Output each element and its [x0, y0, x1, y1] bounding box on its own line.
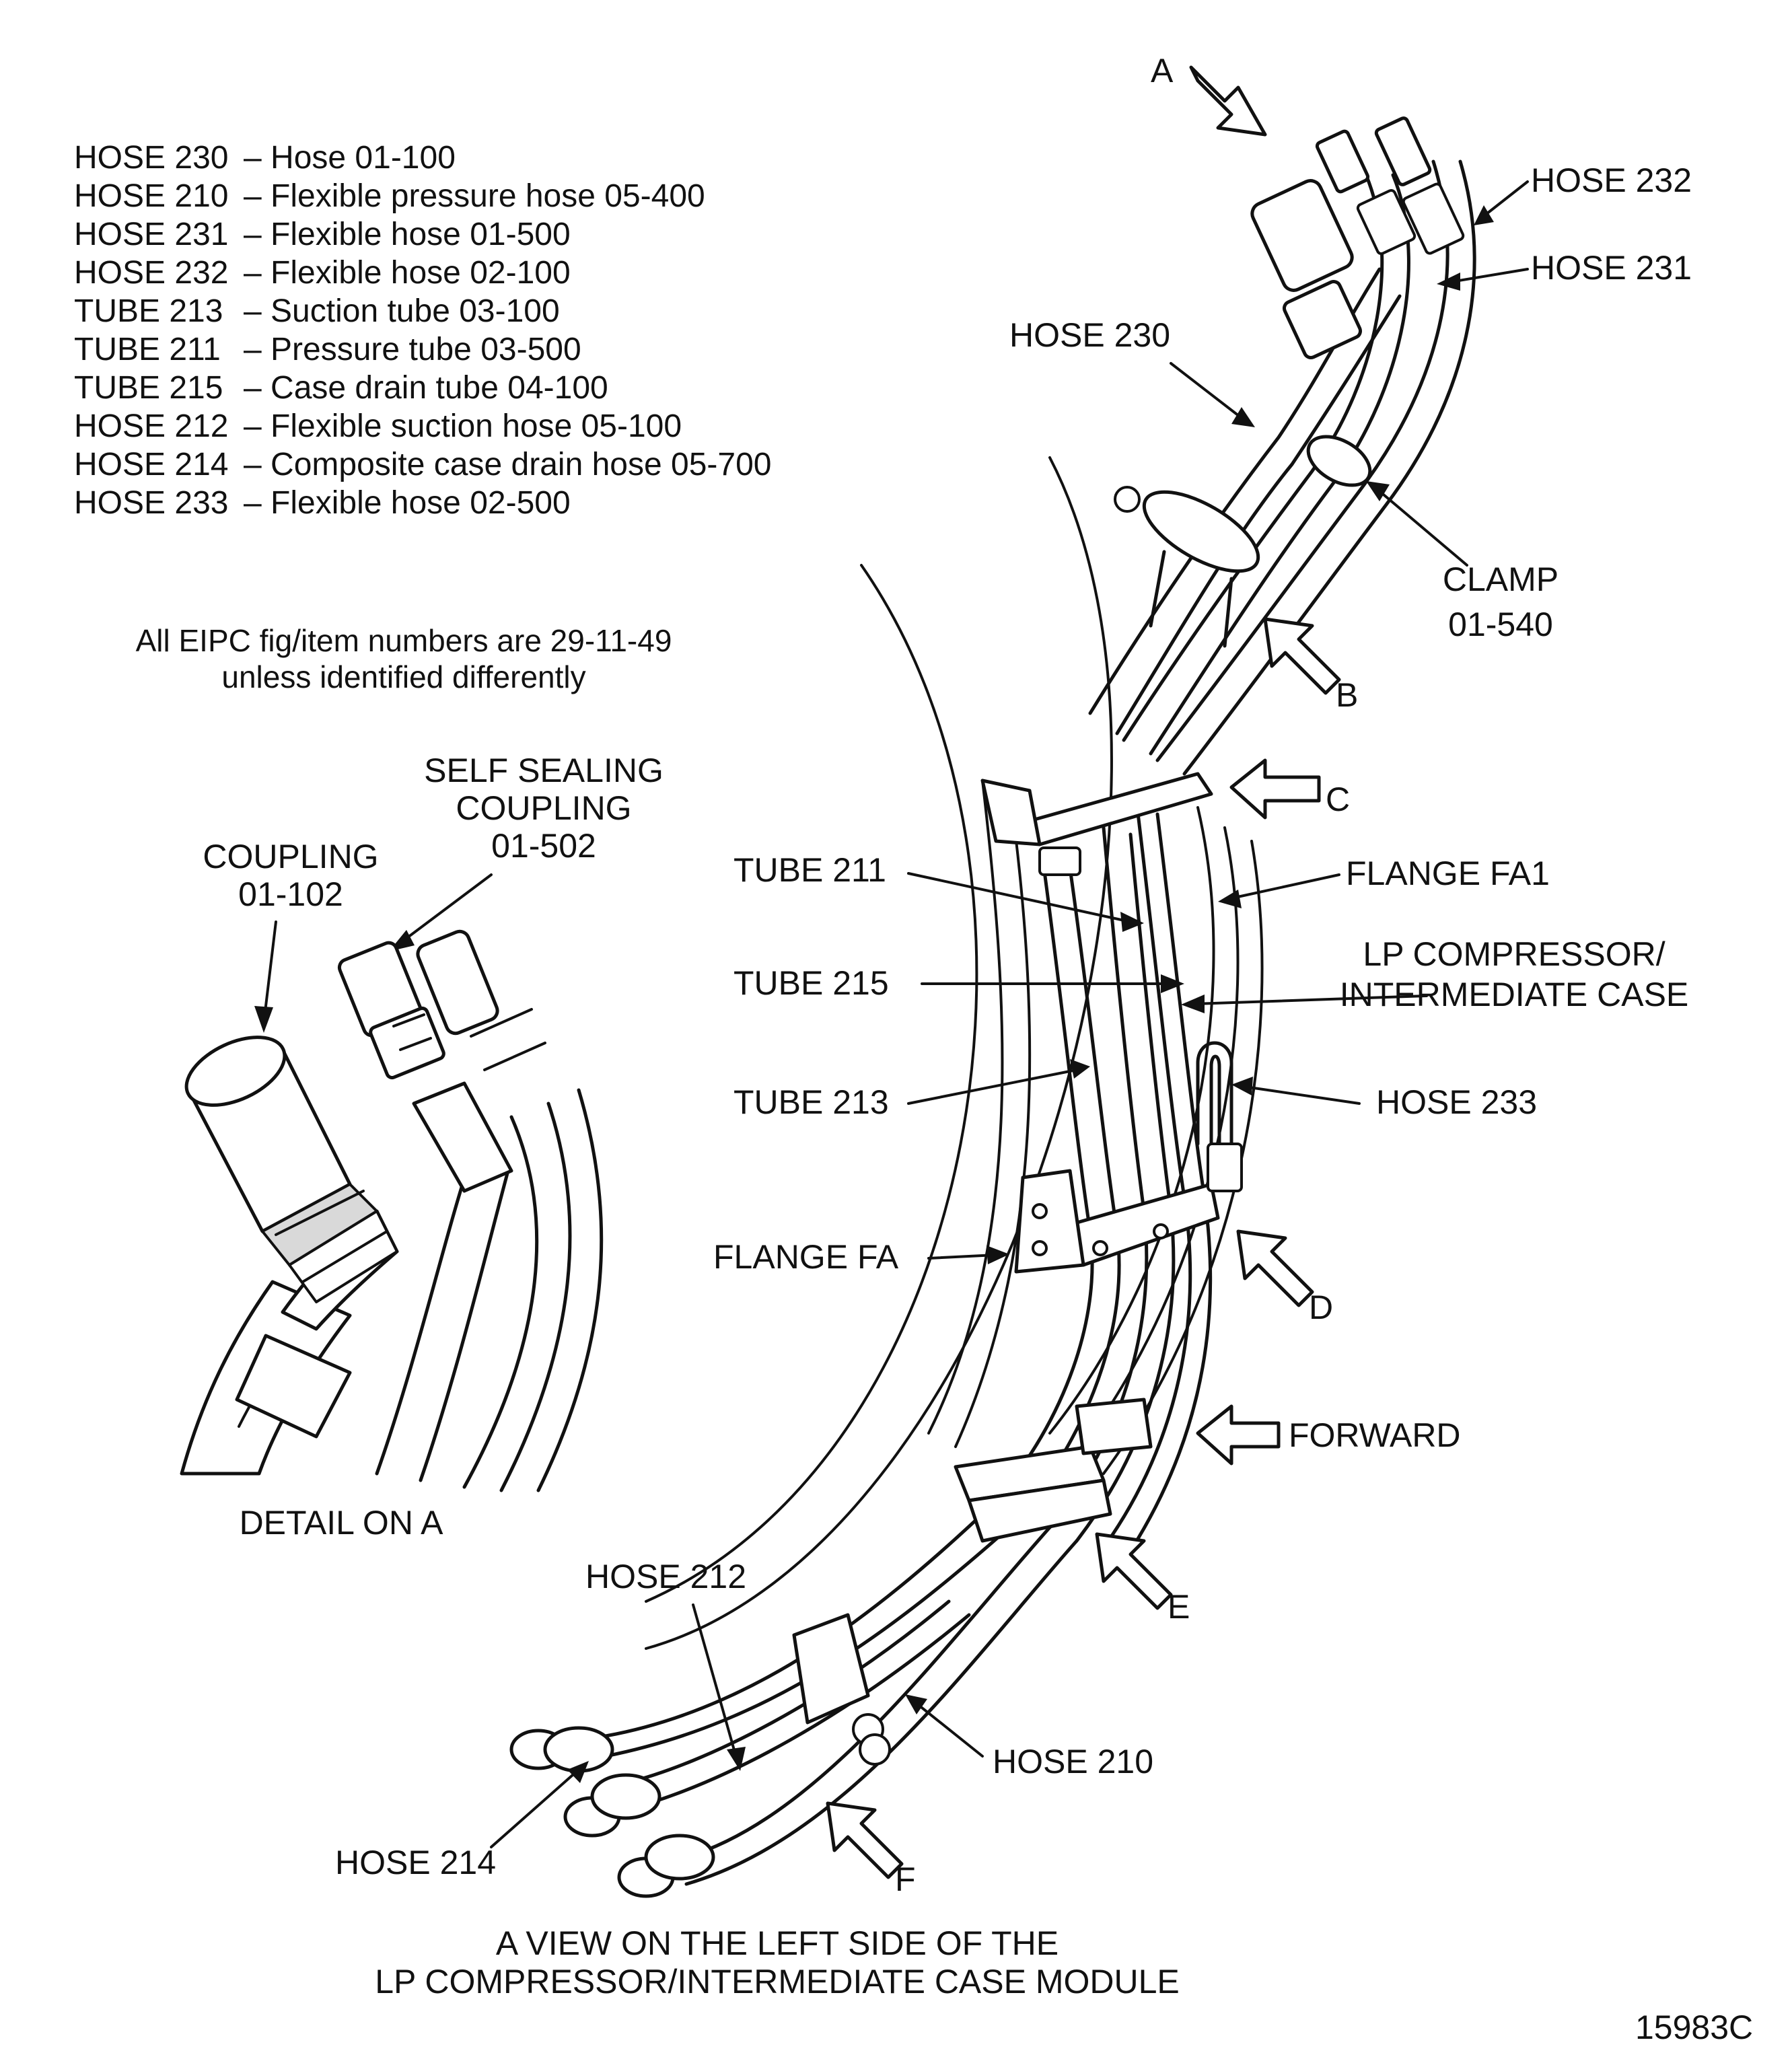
detail-hose-230 [180, 1036, 399, 1476]
legend-item-2-desc: – Flexible pressure hose 05-400 [244, 178, 705, 214]
caption-line-1: A VIEW ON THE LEFT SIDE OF THE [496, 1924, 1059, 1962]
figure-caption: A VIEW ON THE LEFT SIDE OF THE LP COMPRE… [375, 1924, 1180, 2000]
view-arrow-d: D [1236, 1229, 1333, 1326]
detail-on-a: SELF SEALING COUPLING 01-502 COUPLING 01… [180, 752, 664, 1542]
tube-215-label: TUBE 215 [733, 964, 889, 1002]
clamp-01-540 [1114, 435, 1372, 648]
legend-item-1-id: HOSE 230 [74, 140, 228, 176]
legend-item-6-id: TUBE 211 [74, 332, 221, 367]
eipc-note: All EIPC fig/item numbers are 29-11-49 u… [136, 623, 672, 694]
legend-item-7-desc: – Case drain tube 04-100 [244, 370, 608, 406]
forward-arrow: FORWARD [1196, 1404, 1461, 1466]
upper-bracket [980, 772, 1213, 876]
legend-item-3-desc: – Flexible hose 01-500 [244, 217, 571, 252]
caption-line-2: LP COMPRESSOR/INTERMEDIATE CASE MODULE [375, 1963, 1180, 2000]
view-arrow-c: C [1229, 758, 1350, 820]
legend-item-5-desc: – Suction tube 03-100 [244, 293, 560, 329]
self-sealing-label-1: SELF SEALING [424, 752, 664, 789]
forward-label: FORWARD [1289, 1416, 1461, 1454]
clamp-label-2: 01-540 [1448, 606, 1553, 643]
legend-item-8-desc: – Flexible suction hose 05-100 [244, 408, 682, 444]
view-arrow-c-letter: C [1326, 781, 1350, 818]
flange-fa-label: FLANGE FA [713, 1238, 899, 1276]
legend-item-9-desc: – Composite case drain hose 05-700 [244, 447, 771, 482]
legend-item-8-id: HOSE 212 [74, 408, 228, 444]
hose-210-label: HOSE 210 [993, 1743, 1153, 1780]
figure-number: 15983C [1635, 2009, 1753, 2046]
legend-item-6-desc: – Pressure tube 03-500 [244, 332, 581, 367]
coupling-label-2: 01-102 [238, 875, 343, 913]
flange-fa-arc [645, 456, 1264, 1650]
flange-fa1-label: FLANGE FA1 [1346, 855, 1550, 892]
detail-caption: DETAIL ON A [240, 1504, 444, 1542]
detail-leader-lines [262, 873, 493, 1024]
legend-item-10-id: HOSE 233 [74, 485, 228, 521]
coupling-label-1: COUPLING [203, 838, 378, 875]
view-arrow-b-letter: B [1336, 676, 1358, 714]
note-line-1: All EIPC fig/item numbers are 29-11-49 [136, 623, 672, 658]
view-arrow-b: B [1263, 617, 1358, 714]
detail-hose-232 [416, 929, 604, 1492]
self-sealing-label-2: COUPLING [456, 789, 631, 827]
view-arrow-a-letter: A [1151, 52, 1174, 89]
clamp-label-1: CLAMP [1443, 561, 1558, 598]
view-arrow-e: E [1095, 1532, 1190, 1626]
legend-item-9-id: HOSE 214 [74, 447, 228, 482]
hose-212-label: HOSE 212 [585, 1558, 746, 1595]
legend-item-2-id: HOSE 210 [74, 178, 228, 214]
hose-214-label: HOSE 214 [335, 1844, 496, 1881]
tube-211-label: TUBE 211 [733, 851, 886, 889]
hose-232-label: HOSE 232 [1531, 161, 1692, 199]
coupling-leader-arrowhead [254, 1006, 273, 1033]
detail-hose-231 [337, 941, 513, 1482]
self-sealing-label-3: 01-502 [491, 827, 596, 865]
hose-233-label: HOSE 233 [1376, 1083, 1537, 1121]
tube-213-label: TUBE 213 [733, 1083, 889, 1121]
view-arrow-a: A [1151, 52, 1267, 137]
middle-bracket [1014, 1143, 1243, 1274]
legend-item-5-id: TUBE 213 [74, 293, 223, 329]
legend-item-7-id: TUBE 215 [74, 370, 223, 406]
view-arrow-f: F [826, 1801, 916, 1898]
top-couplings [1250, 116, 1465, 360]
hose-230-label: HOSE 230 [1009, 316, 1170, 354]
legend-item-4-desc: – Flexible hose 02-100 [244, 255, 571, 291]
bottom-fittings [509, 1613, 891, 1898]
lower-bracket [954, 1398, 1153, 1543]
legend-item-10-desc: – Flexible hose 02-500 [244, 485, 571, 521]
case-module-assembly [509, 116, 1476, 1898]
legend-item-3-id: HOSE 231 [74, 217, 228, 252]
leader-lines [490, 180, 1529, 1848]
tube-bundle [604, 159, 1476, 1886]
hose-231-label: HOSE 231 [1531, 249, 1692, 287]
leader-arrowheads [567, 205, 1494, 1783]
note-line-2: unless identified differently [221, 659, 585, 694]
lp-compressor-label-2: INTERMEDIATE CASE [1340, 976, 1689, 1013]
parts-legend: HOSE 230 – Hose 01-100 HOSE 210 – Flexib… [74, 140, 771, 521]
legend-item-1-desc: – Hose 01-100 [244, 140, 456, 176]
view-arrow-d-letter: D [1309, 1289, 1333, 1326]
lp-compressor-label-1: LP COMPRESSOR/ [1363, 935, 1665, 973]
legend-item-4-id: HOSE 232 [74, 255, 228, 291]
part-labels: HOSE 232 HOSE 231 HOSE 230 CLAMP 01-540 … [335, 161, 1692, 1881]
